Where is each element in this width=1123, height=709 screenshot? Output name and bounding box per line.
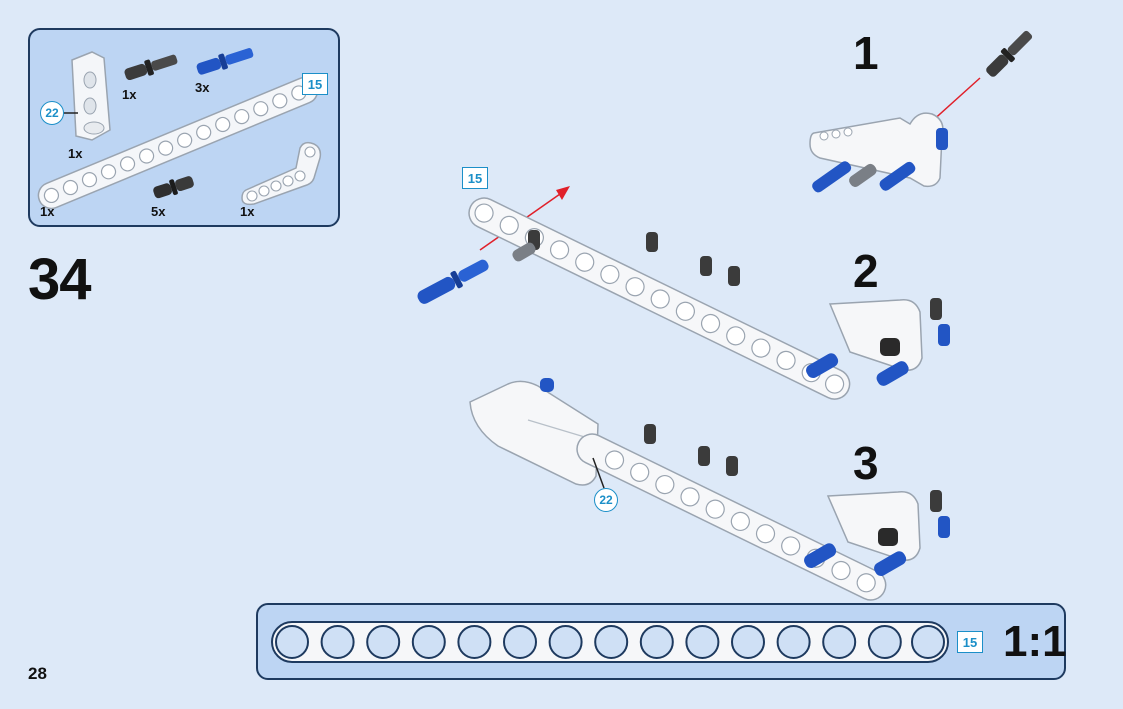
qty-bent-beam: 1x — [240, 204, 255, 219]
sub-step-2-ref-15: 15 — [462, 167, 488, 189]
qty-black-friction-pin: 5x — [151, 204, 166, 219]
sub-step-3-illustration — [469, 378, 950, 601]
ruler-ref-15: 15 — [957, 631, 983, 653]
part-ref-15: 15 — [302, 73, 328, 95]
sub-step-2-illustration — [417, 186, 950, 400]
qty-beam-15: 1x — [40, 204, 55, 219]
beam-15-part — [37, 76, 319, 210]
page-number: 28 — [28, 664, 47, 683]
qty-black-axle-pin: 1x — [122, 87, 137, 102]
qty-blue-axle-pin: 3x — [195, 80, 210, 95]
part-ref-22: 22 — [40, 101, 64, 125]
ruler-beam-15 — [271, 621, 949, 663]
sub-step-1-illustration — [809, 30, 1033, 193]
sub-step-3-label: 3 — [853, 437, 879, 489]
scale-label: 1:1 — [1003, 617, 1067, 666]
sub-step-2-label: 2 — [853, 245, 879, 297]
black-friction-pin-part — [153, 176, 194, 199]
sub-step-3-ref-22: 22 — [594, 488, 618, 512]
ref-leader-line — [64, 112, 78, 114]
blue-axle-pin-part — [196, 48, 254, 75]
step-number: 34 — [28, 247, 92, 312]
sub-step-1-label: 1 — [853, 27, 879, 79]
bent-beam-part — [241, 141, 322, 206]
black-axle-pin-part — [124, 54, 178, 81]
angle-connector-part — [71, 51, 111, 141]
qty-angle-connector: 1x — [68, 146, 83, 161]
